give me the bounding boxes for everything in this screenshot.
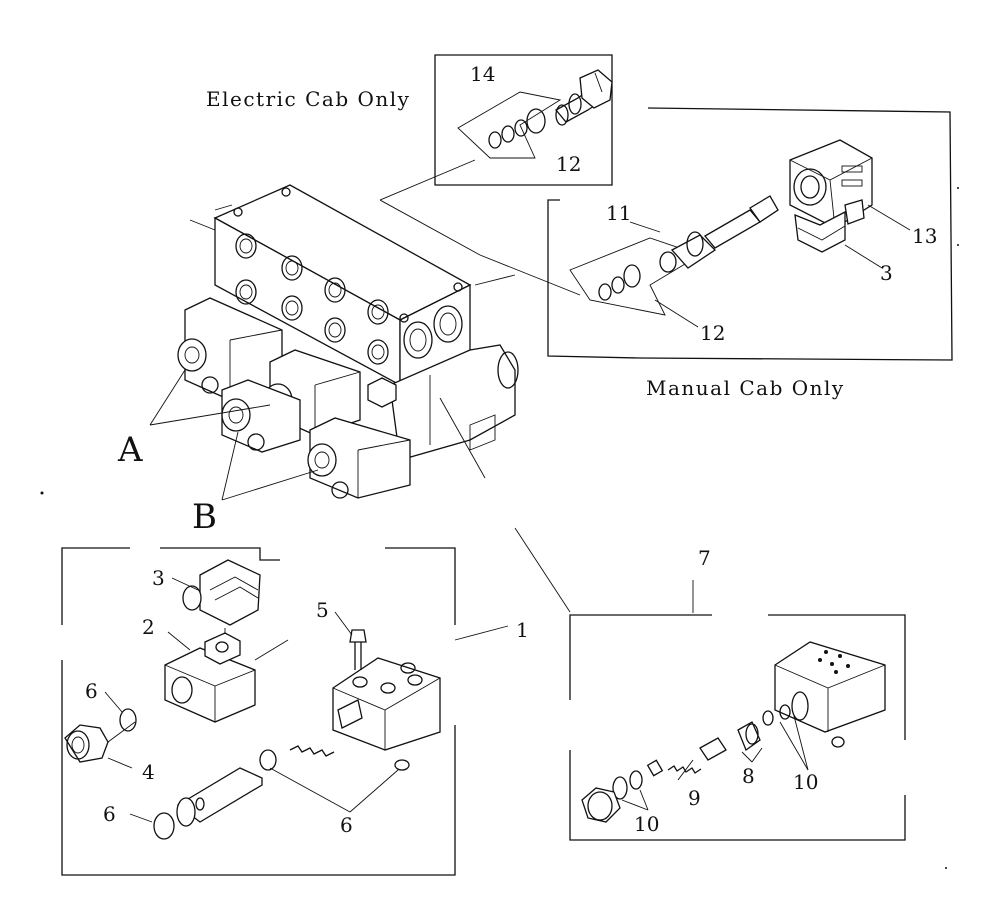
callout-7: 7	[698, 546, 711, 570]
callout-9: 9	[688, 786, 701, 810]
callout-8: 8	[742, 764, 755, 788]
electric-cab-inset	[379, 54, 613, 201]
callout-1: 1	[516, 618, 529, 642]
callout-6-c: 6	[340, 813, 353, 837]
callout-2: 2	[142, 615, 155, 639]
group-label-a: A	[118, 430, 143, 470]
electric-cab-caption: Electric Cab Only	[206, 87, 411, 111]
valve-1-inset	[61, 547, 509, 876]
callout-4: 4	[142, 760, 155, 784]
manual-cab-caption: Manual Cab Only	[646, 376, 845, 400]
callout-14: 14	[470, 62, 496, 86]
callout-10-right: 10	[793, 770, 819, 794]
callout-11: 11	[606, 201, 632, 225]
callout-13: 13	[912, 224, 938, 248]
manual-cab-inset	[547, 107, 953, 361]
main-valve-manifold	[149, 184, 571, 613]
group-label-b: B	[192, 497, 217, 537]
callout-3-right: 3	[880, 261, 893, 285]
callout-12-top: 12	[556, 152, 582, 176]
valve-7-inset	[569, 580, 906, 841]
callout-10-left: 10	[634, 812, 660, 836]
callout-3-left: 3	[152, 566, 165, 590]
callout-12-mid: 12	[700, 321, 726, 345]
callout-6-a: 6	[85, 679, 98, 703]
callout-6-b: 6	[103, 802, 116, 826]
callout-5: 5	[316, 598, 329, 622]
